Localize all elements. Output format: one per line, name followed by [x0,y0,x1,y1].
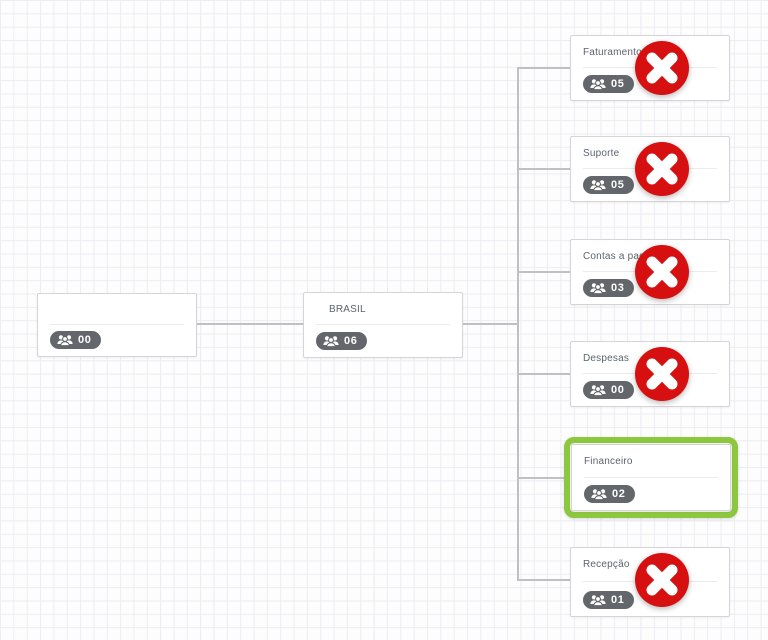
node-divider [50,324,184,326]
member-count-badge: 05 [583,75,635,93]
x-circle-icon [634,552,690,608]
delete-button[interactable] [634,141,690,197]
member-count-badge: 00 [583,381,635,399]
node-title: Financeiro [584,456,633,467]
delete-button[interactable] [634,40,690,96]
org-node-suporte[interactable]: Suporte 05 [570,136,730,202]
users-icon [590,179,606,191]
users-icon [590,78,606,90]
member-count-badge: 03 [583,279,635,297]
member-count: 06 [344,335,358,347]
member-count: 02 [612,488,626,500]
users-icon [57,334,73,346]
org-node-despesas[interactable]: Despesas 00 [570,341,730,407]
x-circle-icon [634,244,690,300]
x-circle-icon [634,40,690,96]
org-node-root[interactable]: 00 [37,293,197,357]
org-node-contas-a-pagar[interactable]: Contas a pagar 03 [570,239,730,305]
connector-trunk [517,67,519,581]
node-title: Suporte [583,148,620,159]
member-count: 03 [611,282,625,294]
node-divider [584,476,718,478]
org-node-faturamento[interactable]: Faturamento 05 [570,35,730,101]
member-count-badge: 06 [316,332,368,350]
connector-branch-faturamento [517,67,570,69]
connector-branch-contas [517,271,570,273]
node-title: Recepção [583,559,630,570]
x-circle-icon [634,141,690,197]
node-title: Contas a pagar [583,251,655,262]
users-icon [590,594,606,606]
node-title: Despesas [583,353,630,364]
delete-button[interactable] [634,346,690,402]
users-icon [590,282,606,294]
users-icon [590,384,606,396]
x-circle-icon [634,346,690,402]
connector-branch-financeiro [517,477,564,479]
users-icon [591,488,607,500]
org-node-recepcao[interactable]: Recepção 01 [570,547,730,617]
member-count-badge: 02 [584,485,636,503]
member-count: 01 [611,594,625,606]
member-count: 05 [611,78,625,90]
org-node-brasil[interactable]: BRASIL 06 [303,292,463,358]
member-count-badge: 05 [583,176,635,194]
users-icon [323,335,339,347]
node-title: BRASIL [329,304,366,315]
selection-highlight: Financeiro 02 [564,437,738,518]
member-count-badge: 00 [50,331,102,349]
connector-branch-despesas [517,373,570,375]
member-count: 00 [78,334,92,346]
connector-branch-recepcao [517,579,570,581]
org-node-financeiro[interactable]: Financeiro 02 [571,444,731,511]
connector-branch-suporte [517,168,570,170]
node-divider [316,324,450,326]
member-count-badge: 01 [583,591,635,609]
node-title: Faturamento [583,47,642,58]
connector-brasil-trunk [463,323,519,325]
connector-root-brasil [197,323,303,325]
delete-button[interactable] [634,552,690,608]
member-count: 00 [611,384,625,396]
member-count: 05 [611,179,625,191]
delete-button[interactable] [634,244,690,300]
